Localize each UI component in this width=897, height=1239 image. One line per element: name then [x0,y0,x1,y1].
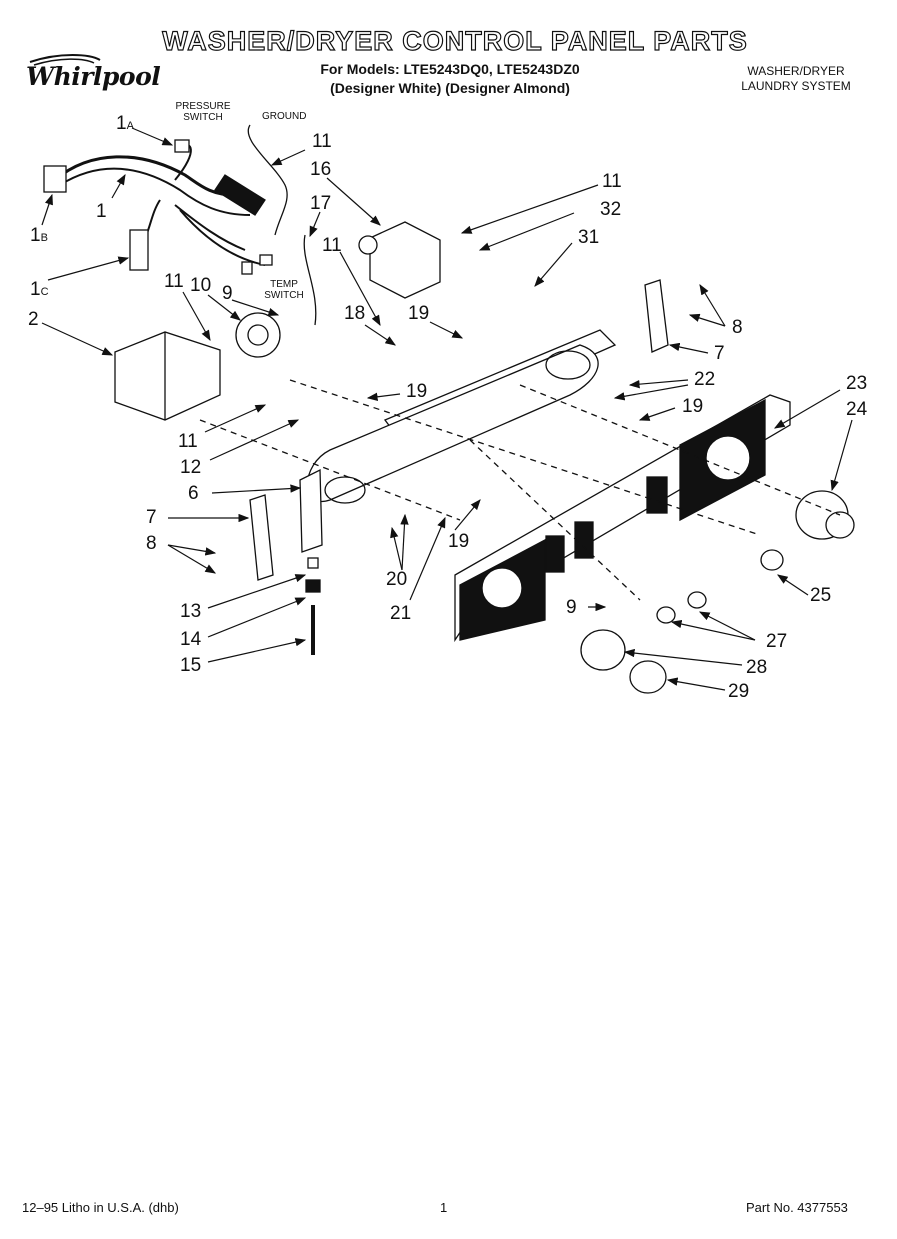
callout-18: 18 [344,303,366,324]
callout-19: 19 [406,381,428,402]
callout-11: 11 [322,235,342,256]
callout-20: 20 [386,569,408,590]
callout-15: 15 [180,655,202,676]
callout-31: 31 [578,227,600,248]
swirl-icon [29,54,101,66]
callout-22: 22 [694,369,716,390]
callout-17: 17 [310,193,332,214]
callout-11: 11 [602,171,622,192]
callout-14: 14 [180,629,202,650]
callout-7: 7 [714,343,725,364]
callout-12: 12 [180,457,202,478]
callout-11: 11 [312,131,332,152]
callout-1b: 1B [30,225,48,246]
callout-19: 19 [682,396,704,417]
system-line-2: LAUNDRY SYSTEM [741,79,851,93]
callout-9: 9 [566,597,577,618]
callout-9: 9 [222,283,233,304]
callout-23: 23 [846,373,868,394]
callout-1c: 1C [30,279,49,300]
models-line: For Models: LTE5243DQ0, LTE5243DZ0 [320,61,580,77]
callout-16: 16 [310,159,332,180]
callout-7: 7 [146,507,157,528]
model-info: For Models: LTE5243DQ0, LTE5243DZ0 (Desi… [270,60,630,98]
callout-25: 25 [810,585,832,606]
callout-19: 19 [448,531,470,552]
print-info: 12–95 Litho in U.S.A. (dhb) [22,1200,179,1215]
system-line-1: WASHER/DRYER [747,64,845,78]
callout-8: 8 [732,317,743,338]
page-number: 1 [440,1200,448,1215]
callout-13: 13 [180,601,202,622]
page-title: WASHER/DRYER CONTROL PANEL PARTS [162,25,748,56]
callout-2: 2 [28,309,39,330]
part-number: Part No. 4377553 [746,1200,848,1215]
callout-11: 11 [178,431,198,452]
temp-switch-label: TEMP SWITCH [264,279,304,301]
whirlpool-logo: Whirlpool [20,50,180,100]
callout-27: 27 [766,631,788,652]
ground-label: GROUND [262,111,307,122]
exploded-parts-diagram [41,124,855,694]
callout-1: 1 [96,201,107,222]
system-info: WASHER/DRYER LAUNDRY SYSTEM [712,64,880,94]
callout-11: 11 [164,271,184,292]
callout-21: 21 [390,603,412,624]
color-line: (Designer White) (Designer Almond) [330,80,570,96]
callout-19: 19 [408,303,430,324]
callout-6: 6 [188,483,199,504]
callout-28: 28 [746,657,768,678]
brand-name: Whirlpool [26,62,161,91]
callout-8: 8 [146,533,157,554]
callout-10: 10 [190,275,212,296]
callout-32: 32 [600,199,622,220]
callout-29: 29 [728,681,750,702]
callout-24: 24 [846,399,868,420]
pressure-switch-label: PRESSURE SWITCH [175,101,231,123]
callout-1a: 1A [116,113,134,134]
